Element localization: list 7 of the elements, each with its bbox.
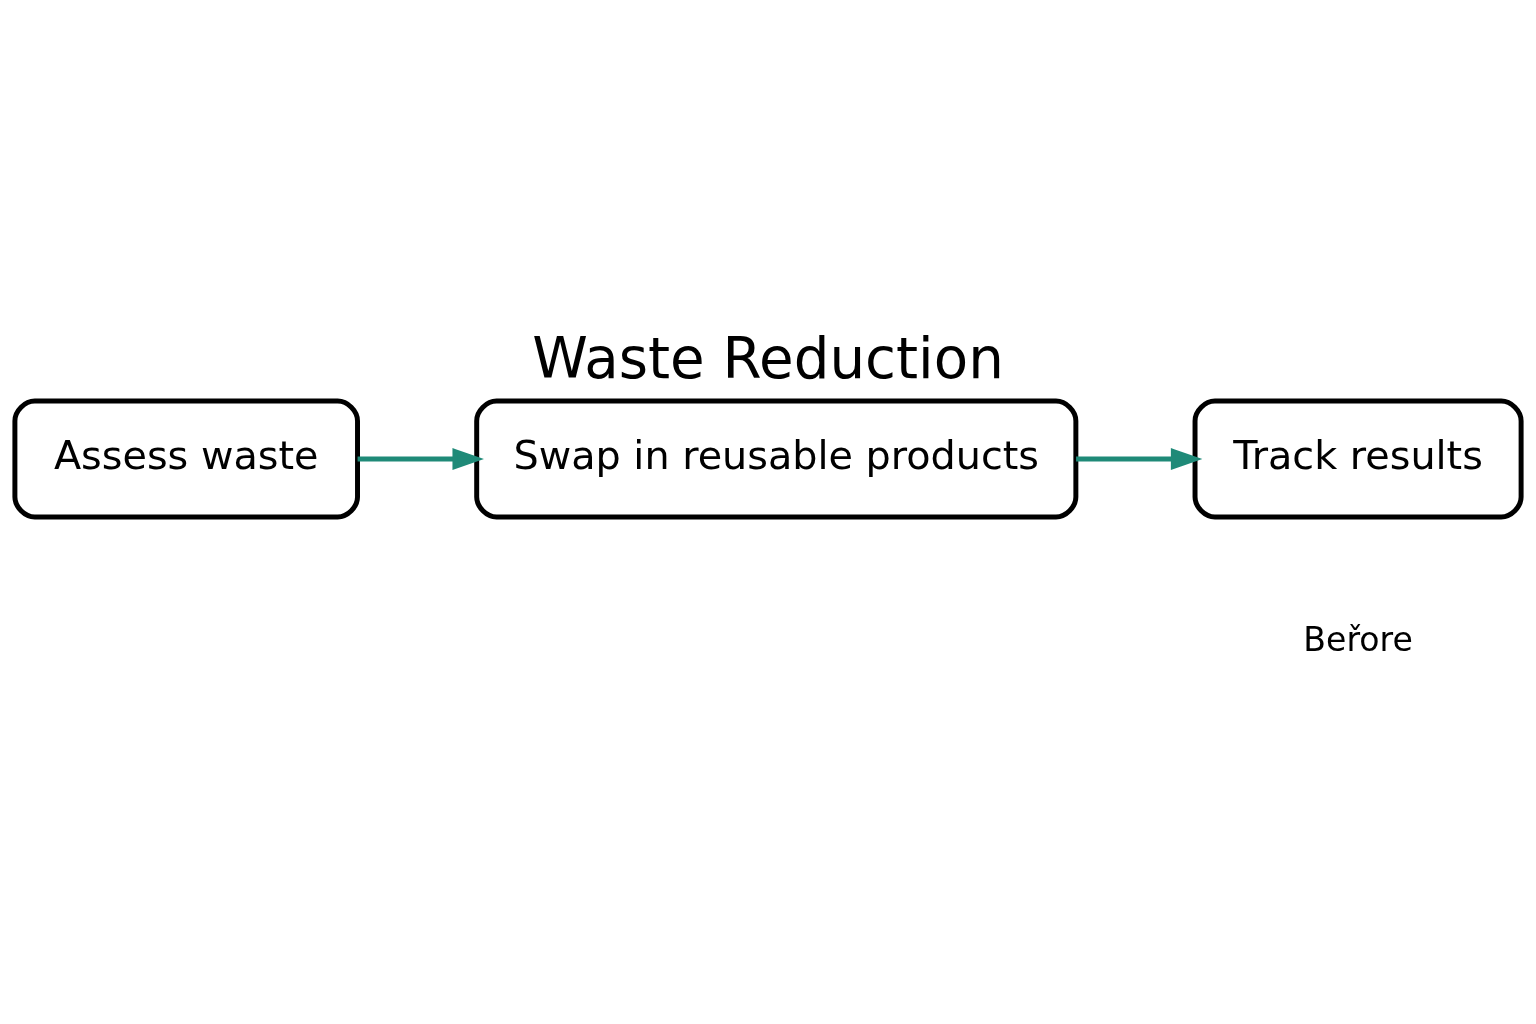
diagram-title: Waste Reduction bbox=[532, 326, 1004, 392]
label: Beřore bbox=[1303, 620, 1413, 660]
arrow bbox=[1076, 448, 1203, 471]
node-box: Assess waste bbox=[12, 398, 360, 520]
node-box: Track results bbox=[1192, 398, 1524, 520]
node-box: Swap in reusable products bbox=[474, 398, 1079, 520]
arrow bbox=[357, 448, 484, 471]
